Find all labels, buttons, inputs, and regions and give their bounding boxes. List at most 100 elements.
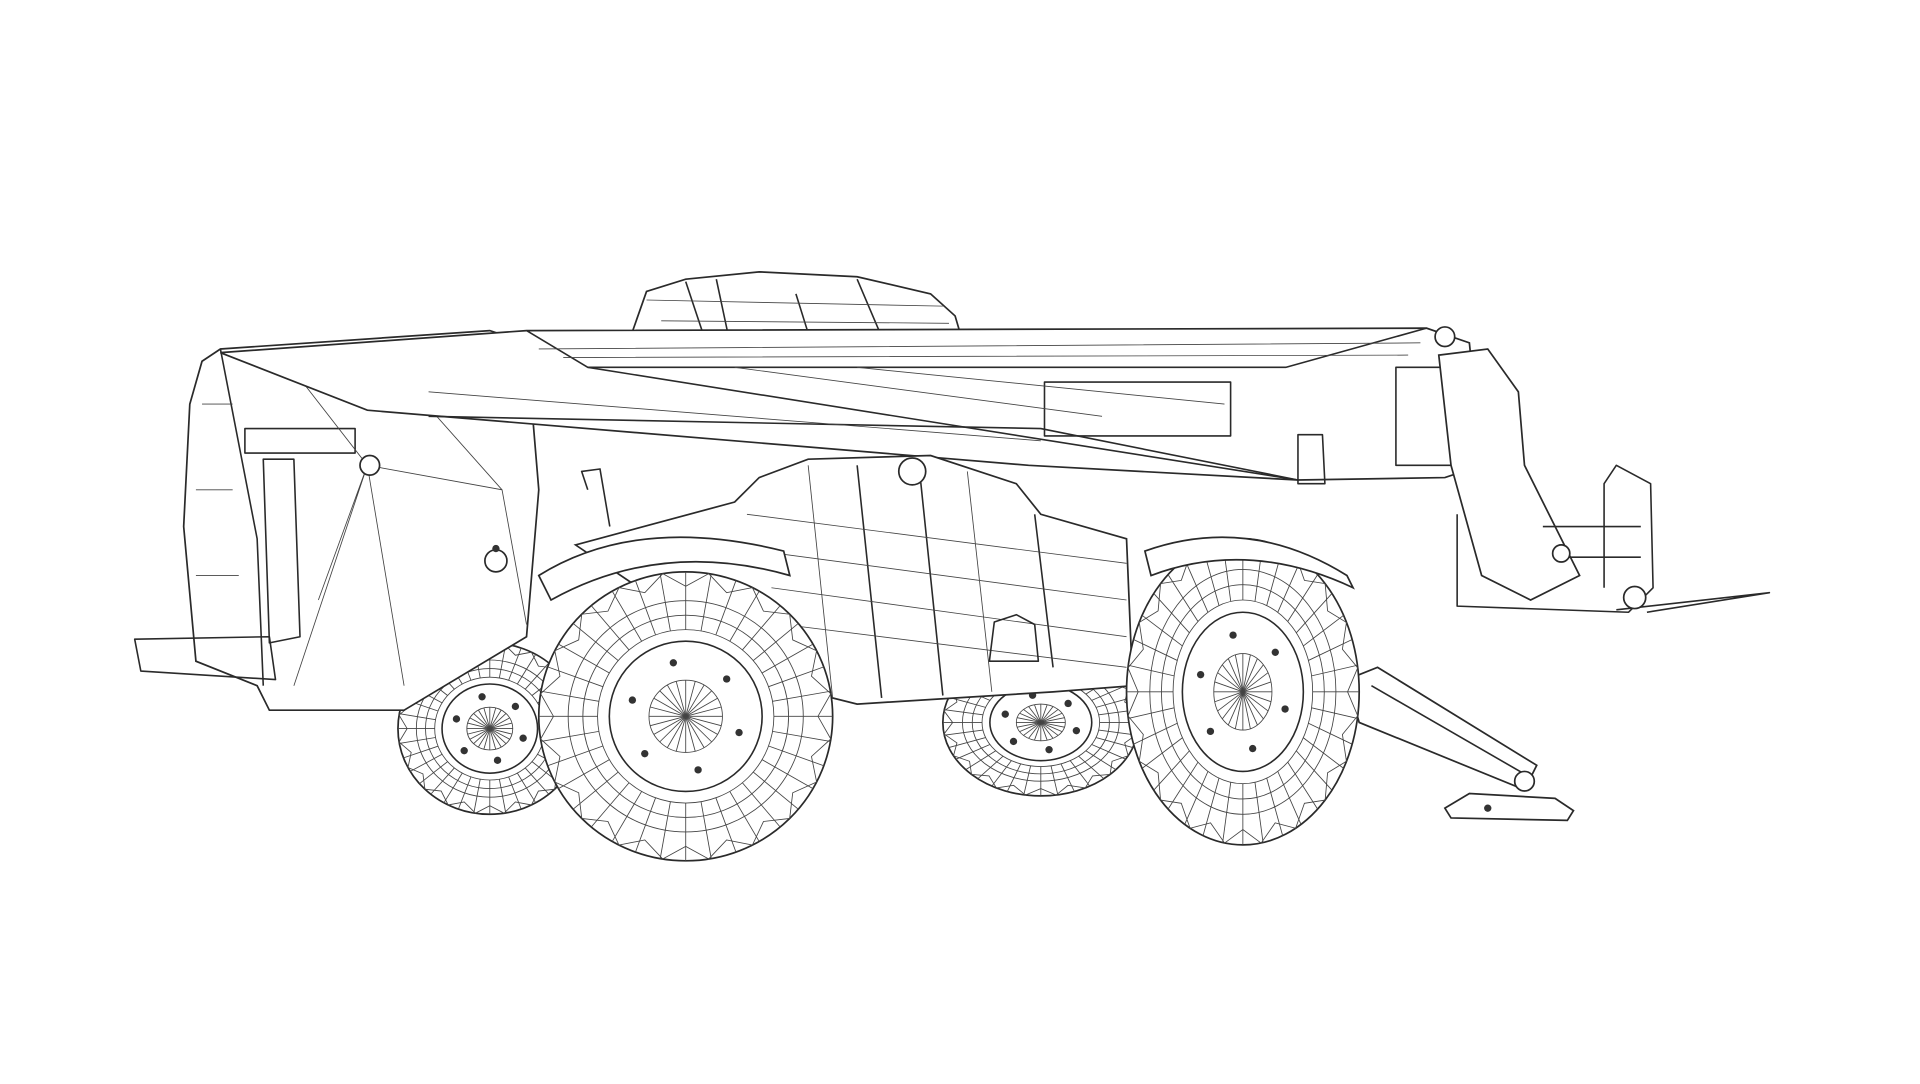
hub-spoke — [1242, 691, 1264, 720]
tire-segment — [1311, 664, 1358, 677]
hub-spoke — [483, 707, 491, 729]
tire-segment — [611, 590, 643, 642]
hub-spoke — [653, 715, 686, 735]
tire-segment — [558, 643, 610, 674]
tire-segment — [443, 772, 463, 804]
rim-edge — [1181, 611, 1305, 773]
hub-spoke — [1234, 654, 1244, 692]
tire-segment — [590, 605, 630, 651]
hub-spoke — [685, 681, 696, 717]
hub-spoke — [1242, 664, 1264, 693]
stabilizer-leg — [1345, 666, 1575, 822]
tire-segment — [1006, 763, 1022, 792]
hub-spoke — [473, 728, 491, 745]
hub-spoke — [489, 722, 513, 729]
tire-segment — [1311, 707, 1358, 719]
tire-segment — [1287, 761, 1318, 810]
tire-segment — [1091, 685, 1126, 701]
tire-segment — [1050, 765, 1059, 795]
tire-segment — [729, 791, 760, 842]
hub-spoke — [685, 716, 696, 752]
lug-nut — [628, 696, 637, 704]
tire-segment — [516, 654, 537, 685]
hub-spoke — [1034, 722, 1042, 741]
hub-spoke — [685, 716, 705, 748]
tire-segment — [558, 759, 610, 789]
tire-segment — [715, 797, 737, 853]
hub-spoke — [1242, 691, 1269, 712]
lug-nut — [1072, 727, 1081, 735]
lug-nut — [1196, 670, 1205, 679]
hub-spoke — [1221, 664, 1244, 693]
tire-segment — [1296, 750, 1333, 791]
engine-housing — [573, 454, 1134, 705]
lug-nut — [735, 728, 743, 737]
hub-spoke — [1040, 722, 1048, 741]
tire-segment — [659, 573, 671, 632]
tire-segment — [1184, 771, 1209, 825]
tire-segment — [1308, 639, 1353, 661]
hub-spoke — [489, 728, 513, 735]
tire-segment — [1167, 761, 1199, 810]
tire-segment — [715, 580, 737, 636]
tire-segment — [1091, 744, 1126, 760]
hub-spoke — [653, 697, 686, 717]
hub-spoke — [1040, 706, 1054, 723]
hub-spoke — [659, 690, 687, 717]
hub-spoke — [1040, 717, 1065, 723]
tire-segment — [768, 745, 824, 767]
tire-segment — [752, 623, 799, 661]
front-wheels — [537, 536, 1361, 862]
lug-nut — [1009, 737, 1018, 746]
hub-spoke — [1242, 654, 1251, 692]
tire-segment — [1133, 639, 1178, 661]
front-wheel — [1125, 537, 1361, 846]
hub-spoke — [1242, 691, 1272, 703]
hub-spoke — [1242, 658, 1258, 693]
hub-spoke — [489, 728, 502, 748]
hub-spoke — [1034, 704, 1042, 723]
hub-spoke — [1242, 691, 1251, 729]
hub-spoke — [1040, 709, 1059, 723]
hub-spoke — [489, 728, 497, 750]
tire-segment — [1266, 778, 1284, 836]
tire-segment — [540, 730, 599, 742]
lug-nut — [519, 734, 527, 742]
hub-spoke — [469, 717, 490, 729]
lug-nut — [1206, 727, 1215, 736]
tire-segment — [1141, 614, 1183, 647]
tire-segment — [508, 776, 522, 810]
hub-spoke — [1242, 672, 1269, 693]
tire-segment — [1167, 574, 1199, 622]
hub-spoke — [489, 728, 507, 745]
tire-segment — [1153, 593, 1190, 634]
tire-segment — [635, 797, 656, 853]
tire-segment — [540, 690, 599, 702]
tire-segment — [1095, 737, 1133, 748]
tire-segment — [944, 729, 983, 736]
tire-segment — [547, 666, 604, 688]
hub-spoke — [685, 716, 712, 743]
tire-segment — [1023, 765, 1032, 795]
hub-spoke — [1214, 691, 1243, 703]
tire-segment — [1303, 614, 1344, 647]
tire-segment — [659, 801, 671, 859]
lug-nut — [694, 766, 702, 774]
tire-segment — [700, 573, 712, 632]
tire-segment — [1128, 707, 1175, 719]
tire-segment — [547, 745, 604, 767]
lug-nut — [1271, 648, 1279, 656]
rear-fender — [537, 536, 791, 602]
lug-nut — [493, 756, 502, 765]
front-fender — [1143, 536, 1355, 590]
tire-segment — [761, 643, 814, 674]
hub-spoke — [489, 728, 510, 740]
tire-segment — [635, 580, 656, 636]
tire-segment — [457, 776, 472, 810]
hub-spoke — [675, 681, 687, 717]
tire-segment — [1277, 771, 1302, 825]
tire-segment — [977, 755, 1004, 780]
tire-segment — [948, 696, 986, 708]
lug-nut — [1248, 744, 1257, 753]
